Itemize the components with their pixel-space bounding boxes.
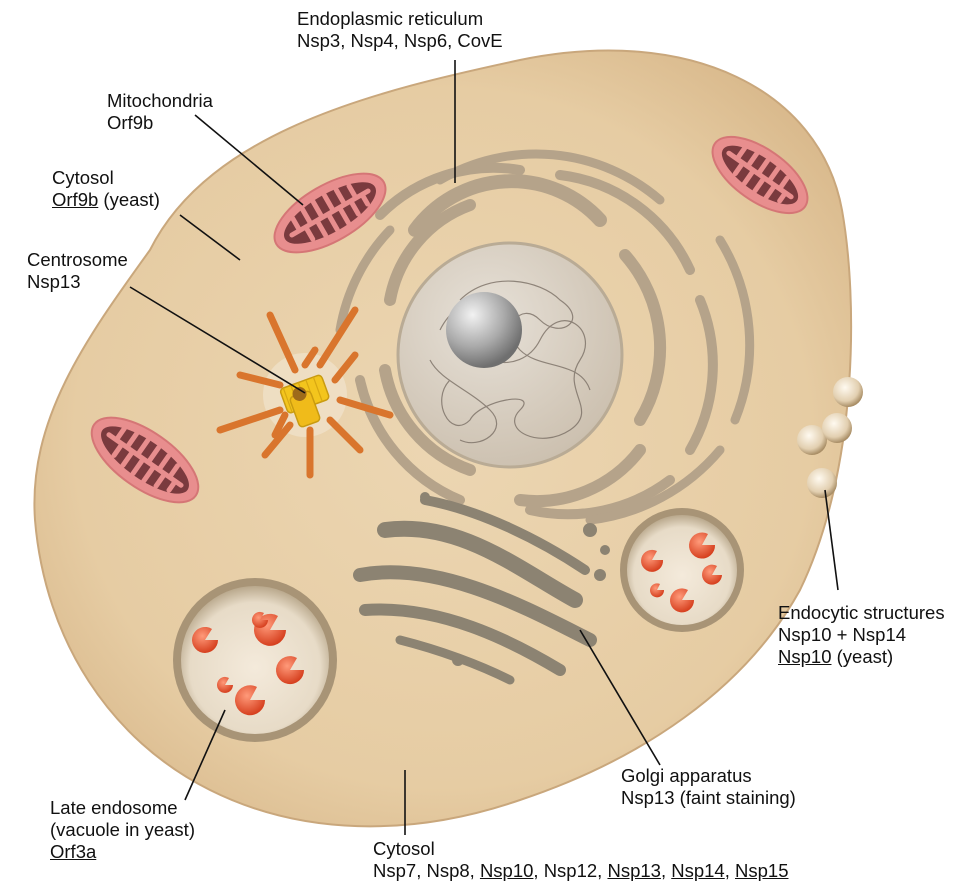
mitochondria-proteins: Orf9b <box>107 112 213 134</box>
cytosol-top-note: (yeast) <box>98 189 160 210</box>
centrosome-proteins: Nsp13 <box>27 271 128 293</box>
golgi-label: Golgi apparatus Nsp13 (faint staining) <box>621 765 796 809</box>
centrosome-title: Centrosome <box>27 249 128 271</box>
er-title: Endoplasmic reticulum <box>297 8 503 30</box>
cytosol-bottom-proteins: Nsp7, Nsp8, Nsp10, Nsp12, Nsp13, Nsp14, … <box>373 860 788 882</box>
protein-text: Nsp7, Nsp8, <box>373 860 480 881</box>
endosome-right <box>620 508 744 632</box>
cytosol-bottom-title: Cytosol <box>373 838 788 860</box>
cytosol-top-label: Cytosol Orf9b (yeast) <box>52 167 160 211</box>
late-endosome <box>173 578 337 742</box>
er-proteins: Nsp3, Nsp4, Nsp6, CovE <box>297 30 503 52</box>
endocytic-note: (yeast) <box>831 646 893 667</box>
cytosol-top-title: Cytosol <box>52 167 160 189</box>
mitochondria-label: Mitochondria Orf9b <box>107 90 213 134</box>
protein-nsp14: Nsp14 <box>671 860 724 881</box>
protein-text: , <box>725 860 735 881</box>
golgi-title: Golgi apparatus <box>621 765 796 787</box>
late-endosome-label: Late endosome (vacuole in yeast) Orf3a <box>50 797 195 863</box>
golgi-proteins: Nsp13 (faint staining) <box>621 787 796 809</box>
endocytic-protein-yeast: Nsp10 <box>778 646 831 667</box>
cytosol-top-protein: Orf9b <box>52 189 98 210</box>
late-endosome-protein: Orf3a <box>50 841 195 863</box>
endocytic-proteins: Nsp10 + Nsp14 <box>778 624 945 646</box>
nucleolus <box>446 292 522 368</box>
cytosol-bottom-label: Cytosol Nsp7, Nsp8, Nsp10, Nsp12, Nsp13,… <box>373 838 788 882</box>
protein-text: , <box>661 860 671 881</box>
mitochondria-title: Mitochondria <box>107 90 213 112</box>
late-endosome-subtitle: (vacuole in yeast) <box>50 819 195 841</box>
protein-nsp15: Nsp15 <box>735 860 788 881</box>
protein-text: , Nsp12, <box>533 860 607 881</box>
protein-nsp13: Nsp13 <box>607 860 660 881</box>
er-label: Endoplasmic reticulum Nsp3, Nsp4, Nsp6, … <box>297 8 503 52</box>
endocytic-title: Endocytic structures <box>778 602 945 624</box>
endocytic-label: Endocytic structures Nsp10 + Nsp14 Nsp10… <box>778 602 945 668</box>
late-endosome-title: Late endosome <box>50 797 195 819</box>
centrosome-label: Centrosome Nsp13 <box>27 249 128 293</box>
protein-nsp10: Nsp10 <box>480 860 533 881</box>
